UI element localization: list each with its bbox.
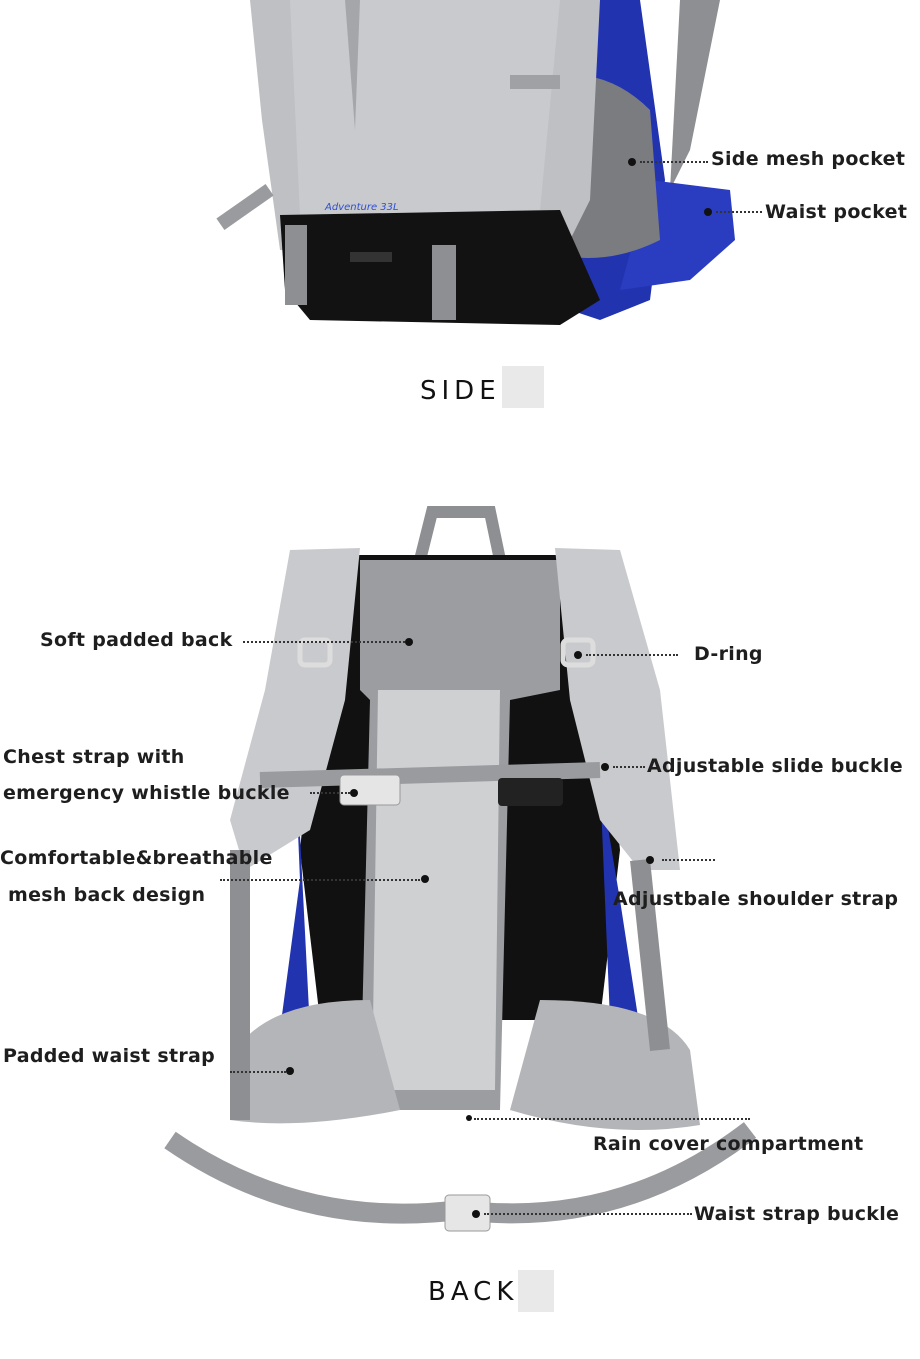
side-mesh-pocket-marker — [628, 158, 636, 166]
adjustable-slide-buckle-label: Adjustable slide buckle — [647, 755, 903, 777]
side-mesh-pocket-label: Side mesh pocket — [711, 148, 906, 170]
bag-logo-text: Adventure 33L — [324, 202, 399, 213]
shoulder-strap-marker — [646, 856, 654, 864]
slide-buckle-marker — [601, 763, 609, 771]
waist-pocket-label: Waist pocket — [765, 201, 908, 223]
waist-pocket-marker — [704, 208, 712, 216]
shoulder-strap-leader — [662, 859, 715, 861]
waist-buckle-leader — [484, 1213, 692, 1215]
mesh-back-label-line1: Comfortable&breathable — [0, 847, 273, 869]
back-view-backpack-image — [164, 506, 757, 1232]
slide-buckle-leader — [613, 766, 645, 768]
chest-strap-label-line1: Chest strap with — [3, 746, 185, 768]
soft-padded-back-marker — [405, 638, 413, 646]
adjustable-shoulder-strap-label: Adjustbale shoulder strap — [613, 888, 899, 910]
d-ring-label: D-ring — [694, 643, 763, 665]
chest-strap-label-line2: emergency whistle buckle — [3, 782, 290, 804]
soft-padded-back-label: Soft padded back — [40, 629, 233, 651]
waist-strap-buckle-label: Waist strap buckle — [694, 1203, 900, 1225]
rain-cover-leader — [474, 1118, 750, 1120]
rain-cover-marker — [466, 1115, 472, 1121]
side-mesh-pocket-leader — [640, 161, 708, 163]
padded-waist-strap-marker — [286, 1067, 294, 1075]
side-title: SIDE — [420, 376, 501, 406]
padded-waist-strap-label: Padded waist strap — [3, 1045, 216, 1067]
back-title: BACK — [428, 1277, 519, 1307]
chest-strap-marker — [350, 789, 358, 797]
mesh-back-leader — [220, 879, 420, 881]
padded-waist-strap-leader — [230, 1071, 286, 1073]
mesh-back-label-line2: mesh back design — [8, 884, 206, 906]
waist-buckle-marker — [472, 1210, 480, 1218]
mesh-back-marker — [421, 875, 429, 883]
side-view-backpack-image: Adventure 33L — [216, 0, 735, 325]
waist-pocket-leader — [716, 211, 762, 213]
d-ring-marker — [574, 651, 582, 659]
back-title-box — [518, 1270, 554, 1312]
side-title-box — [502, 366, 544, 408]
rain-cover-compartment-label: Rain cover compartment — [593, 1133, 864, 1155]
soft-padded-back-leader — [243, 641, 405, 643]
d-ring-leader — [586, 654, 678, 656]
chest-strap-leader — [310, 792, 350, 794]
